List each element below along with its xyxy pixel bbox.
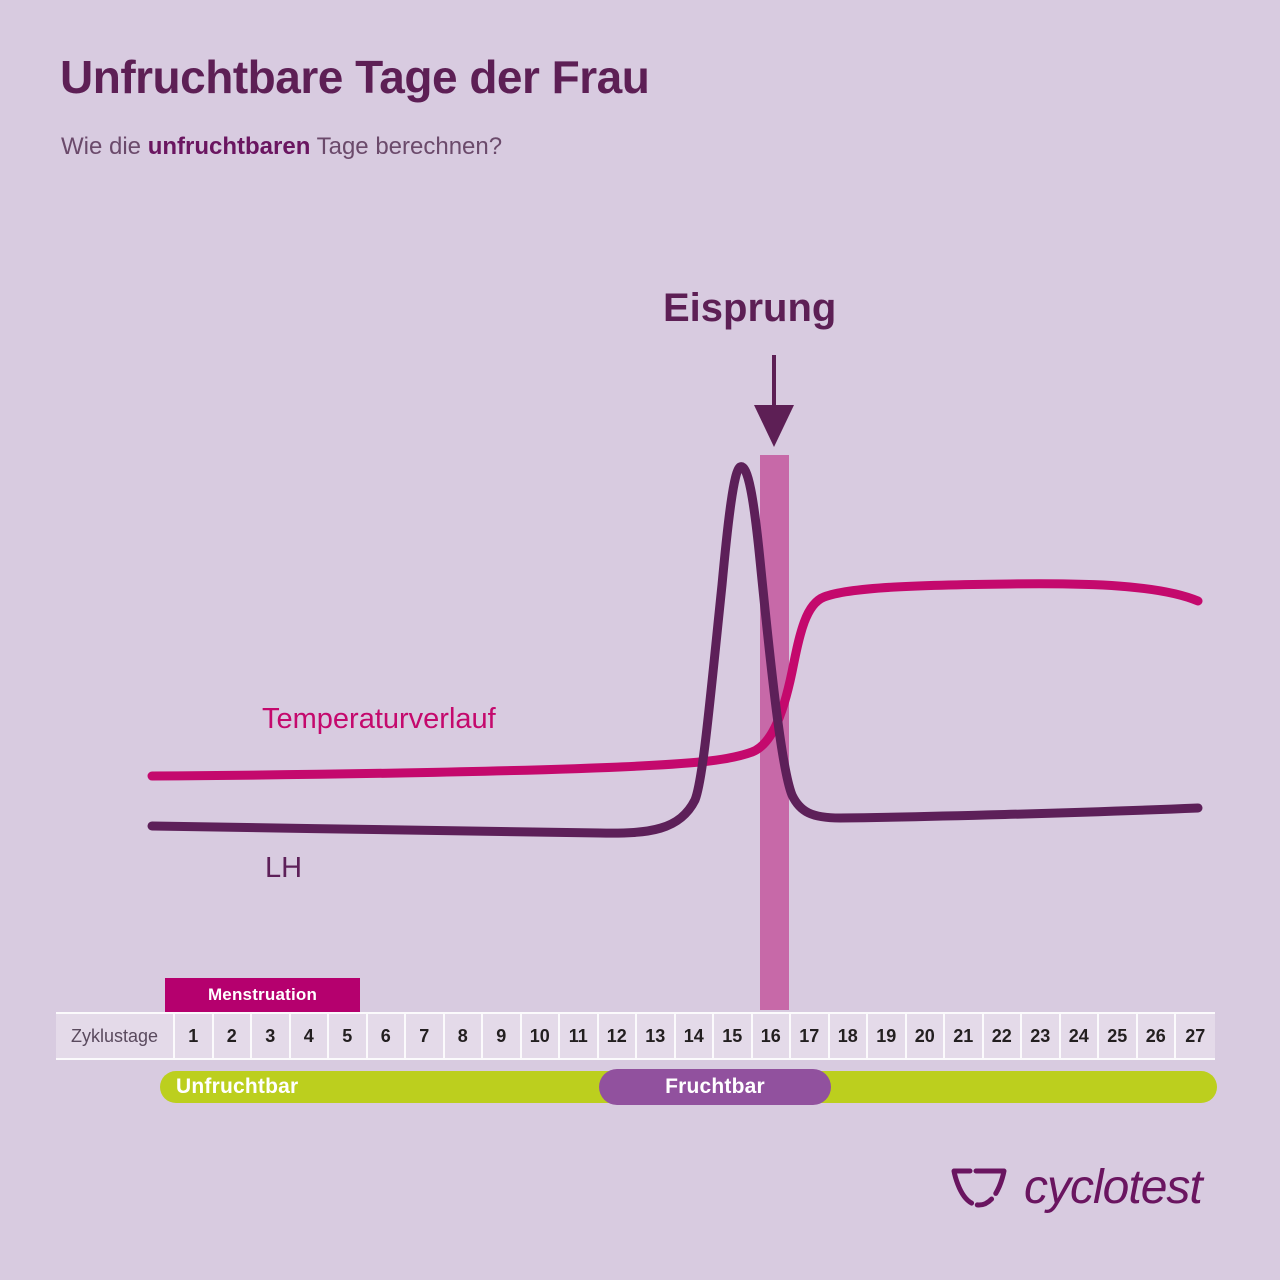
- subtitle-prefix: Wie die: [61, 133, 148, 160]
- ovulation-label: Eisprung: [663, 286, 837, 330]
- cycle-day-cell: 19: [868, 1014, 907, 1058]
- temperature-curve: [147, 579, 1203, 781]
- ovulation-arrow-head: [754, 405, 794, 447]
- cycle-day-cell: 26: [1138, 1014, 1176, 1058]
- temperature-curve-label: Temperaturverlauf: [262, 703, 496, 735]
- infertile-phase-label: Unfruchtbar: [176, 1075, 299, 1098]
- cycle-day-cell: 1: [175, 1014, 214, 1058]
- fertile-phase-label: Fruchtbar: [665, 1075, 765, 1098]
- cycle-day-cell: 4: [291, 1014, 329, 1058]
- cycle-day-cell: 16: [753, 1014, 791, 1058]
- lh-curve: [147, 462, 1203, 838]
- lh-curve-label: LH: [265, 852, 303, 884]
- cycle-day-cell: 18: [830, 1014, 868, 1058]
- cycle-day-cell: 22: [984, 1014, 1022, 1058]
- cycle-day-cell: 15: [714, 1014, 753, 1058]
- cycle-day-cell: 12: [599, 1014, 637, 1058]
- cycle-day-cell: 24: [1061, 1014, 1099, 1058]
- cycle-day-cell: 14: [676, 1014, 714, 1058]
- cycle-day-cell: 8: [445, 1014, 483, 1058]
- cycle-day-cell: 20: [907, 1014, 945, 1058]
- cycle-day-cell: 2: [214, 1014, 252, 1058]
- cycle-day-cell: 13: [637, 1014, 676, 1058]
- cycle-day-cell: 27: [1185, 1025, 1206, 1046]
- cycle-day-cell: 7: [406, 1014, 445, 1058]
- brand-name: cyclotest: [1024, 1161, 1203, 1214]
- cycle-day-cell: 23: [1022, 1014, 1061, 1058]
- page-subtitle: Wie die unfruchtbaren Tage berechnen?: [61, 133, 502, 161]
- cycle-day-cell: 6: [368, 1014, 406, 1058]
- subtitle-suffix: Tage berechnen?: [310, 133, 503, 160]
- cycle-day-cell: 25: [1099, 1014, 1138, 1058]
- cycle-day-cell: 10: [522, 1014, 560, 1058]
- cycle-days-axis-label: Zyklustage: [56, 1014, 175, 1058]
- cycle-day-cell: 3: [252, 1014, 291, 1058]
- cycle-day-cell: 21: [945, 1014, 984, 1058]
- cycle-day-cell: 5: [329, 1014, 368, 1058]
- cycle-day-cell: 11: [560, 1014, 599, 1058]
- brand-logo: cyclotest: [948, 1160, 1203, 1215]
- cycle-day-cell: 9: [483, 1014, 522, 1058]
- fertile-phase-bar: Fruchtbar: [599, 1069, 831, 1105]
- subtitle-emphasis: unfruchtbaren: [147, 133, 311, 160]
- cycle-day-cell: 17: [791, 1014, 830, 1058]
- cyclotest-mark-icon: [951, 1168, 1007, 1207]
- menstruation-label: Menstruation: [207, 985, 318, 1004]
- page-title: Unfruchtbare Tage der Frau: [60, 51, 650, 103]
- menstruation-bar: Menstruation: [165, 978, 360, 1012]
